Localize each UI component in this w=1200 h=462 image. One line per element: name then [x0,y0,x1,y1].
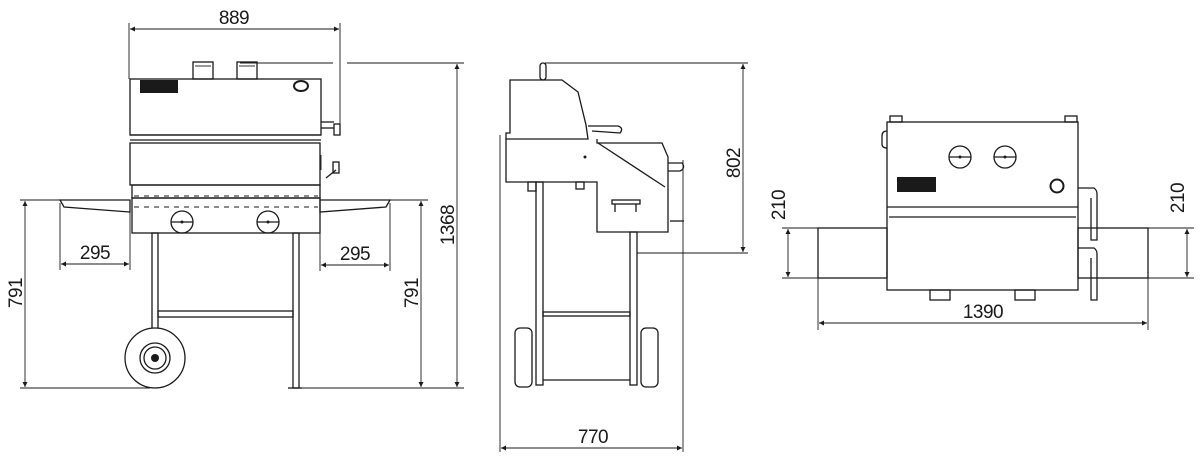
dimension-lines [782,227,1194,330]
left-side-shelf [58,199,131,213]
dimension-left-shelf-depth: 210 [769,190,790,220]
hood-handle [588,125,623,134]
side-view: 802 770 [499,62,748,452]
dimension-left-height: 791 [6,278,27,308]
burner-knob [948,145,972,169]
front-view: 889 295 295 791 791 1368 [6,8,464,389]
grill-front [58,61,392,389]
dimension-lines [20,23,464,389]
right-side-shelf [1077,227,1149,279]
dimension-hood-height: 802 [724,148,745,178]
top-view: 210 210 1390 [769,115,1194,330]
dimension-left-shelf-width: 295 [80,243,110,264]
grill-top [817,115,1149,301]
dimension-overall-depth: 770 [578,427,608,448]
dimension-lines [499,62,748,452]
dimension-right-shelf-depth: 210 [1168,183,1189,213]
dimension-overall-width: 889 [219,8,249,29]
wheel [124,327,186,389]
dimension-right-height: 791 [402,278,423,308]
dimension-overall-length: 1390 [963,302,1003,323]
brand-badge [140,80,178,93]
dimension-overall-height: 1368 [438,205,459,245]
burner-knob [170,210,194,234]
grill-side [505,62,685,388]
brand-badge [897,177,936,192]
dimension-right-shelf-width: 295 [340,244,370,265]
right-side-shelf [319,199,392,213]
burner-knob [993,145,1017,169]
left-side-shelf [817,227,888,279]
burner-knob [256,210,280,234]
